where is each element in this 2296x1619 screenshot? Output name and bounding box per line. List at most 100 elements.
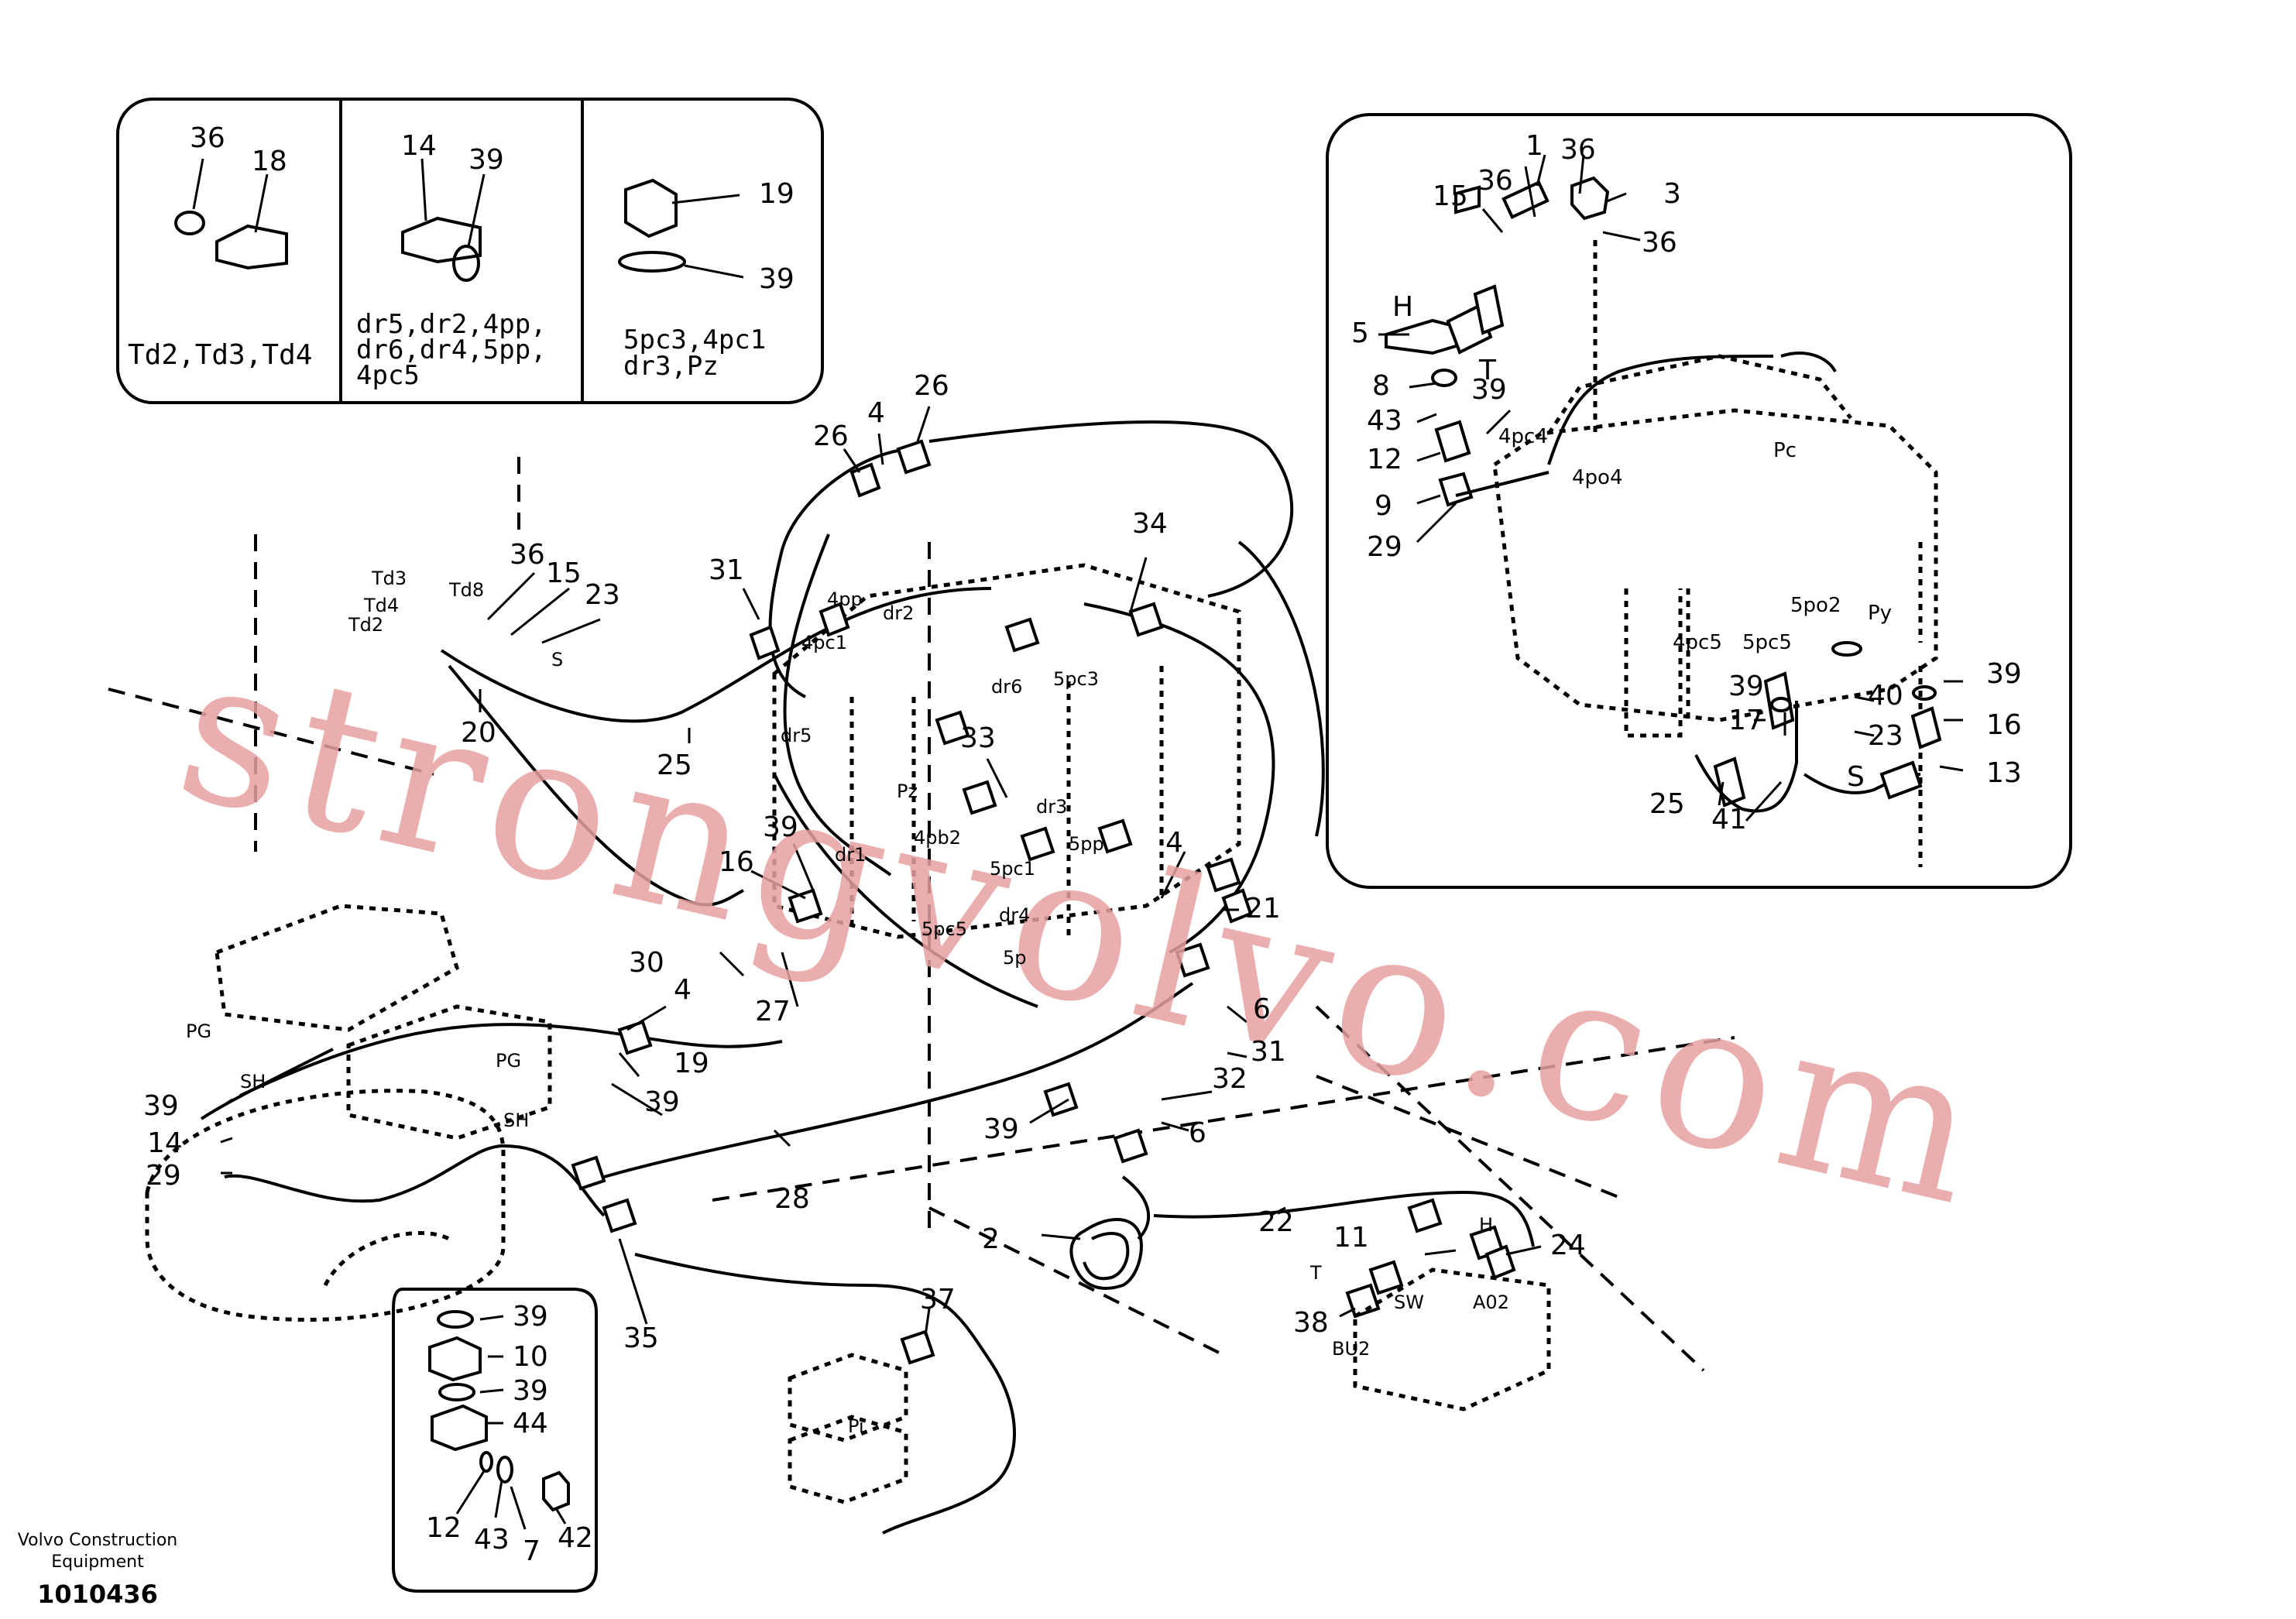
callout-label: 18: [252, 146, 287, 177]
port-label: PG: [186, 1020, 211, 1042]
elbow-part-3: [1570, 176, 1610, 221]
port-label: dr3: [1036, 796, 1067, 818]
callout-label: 12: [1367, 444, 1402, 475]
callout-label: 22: [1258, 1206, 1294, 1238]
port-label: 5pc5: [921, 918, 967, 940]
callout-label: 36: [1477, 165, 1513, 197]
callout-label: 39: [143, 1090, 179, 1122]
port-label: H: [1479, 1214, 1493, 1236]
callout-label: T: [1478, 355, 1497, 386]
inset-top-left: [116, 98, 824, 404]
port-label: dr2: [883, 602, 914, 624]
callout-label: 41: [1711, 804, 1747, 835]
callout-label: 39: [983, 1113, 1019, 1145]
callout-label: 25: [1649, 788, 1685, 820]
port-label: SH: [240, 1071, 266, 1092]
valve-outline-inset: [1492, 408, 1938, 722]
company-name-line2: Equipment: [51, 1552, 144, 1572]
o-ring-part: [174, 211, 205, 235]
callout-label: 37: [920, 1284, 956, 1315]
port-label: Td8: [448, 579, 484, 601]
callout-label: 39: [763, 811, 798, 843]
inset-bottom-left: [392, 1288, 598, 1593]
elbow-fitting-part: [624, 178, 678, 238]
callout-label: 14: [147, 1127, 183, 1159]
callout-label: 40: [1868, 680, 1903, 712]
callout-label: 29: [146, 1160, 181, 1192]
callout-label: 27: [755, 996, 791, 1027]
callout-label: 6: [1253, 993, 1271, 1025]
port-label: SH: [503, 1110, 529, 1131]
port-label: 5p: [1003, 947, 1027, 969]
hose-23: [440, 587, 992, 723]
callout-label: 26: [914, 370, 949, 402]
callout-label: 31: [709, 554, 744, 586]
solenoid-valve-outline: [1353, 1267, 1551, 1411]
drawing-number: 1010436: [37, 1580, 158, 1609]
callout-label: 38: [1293, 1307, 1329, 1339]
port-label: dr1: [835, 844, 866, 866]
port-label: T: [1309, 1262, 1322, 1284]
callout-label: 36: [190, 122, 225, 154]
hose-28: [603, 982, 1194, 1178]
callout-label: 32: [1212, 1063, 1248, 1095]
port-label: BU2: [1332, 1338, 1370, 1360]
callout-label: 4: [867, 397, 885, 429]
port-label: Td3: [371, 568, 407, 589]
callout-label: 15: [1433, 180, 1468, 212]
callout-label: 39: [1728, 671, 1764, 702]
callout-label: 14: [401, 130, 437, 162]
callout-label: 26: [813, 420, 849, 452]
port-label: Td4: [363, 595, 399, 616]
callout-label: 19: [759, 178, 795, 210]
company-name-line1: Volvo Construction: [18, 1531, 177, 1550]
callout-label: 43: [1367, 405, 1402, 437]
port-label: PG: [496, 1050, 521, 1072]
callout-label: 6: [1189, 1117, 1206, 1149]
callout-label: 44: [513, 1408, 548, 1439]
callout-label: 39: [513, 1375, 548, 1407]
callout-label: 7: [523, 1535, 541, 1567]
inset-caption: dr3,Pz: [623, 351, 719, 382]
inset-bottom-left-frame: [392, 1288, 598, 1593]
inset-top-left-frame: [116, 98, 824, 404]
callout-label: Py: [1868, 602, 1892, 625]
inset-caption: dr5,dr2,4pp,: [356, 309, 547, 340]
hose-2: [1069, 1218, 1143, 1290]
main-assembly: [108, 406, 1735, 1535]
port-label: 4pb2: [914, 827, 961, 849]
o-ring-part-2: [452, 245, 480, 282]
callout-label: 29: [1367, 531, 1402, 563]
hose-37: [634, 1253, 1016, 1535]
callout-label: 24: [1550, 1230, 1586, 1261]
callout-label: 39: [1471, 374, 1507, 406]
o-ring-part-3: [618, 251, 686, 273]
callout-label: 8: [1372, 370, 1390, 402]
callout-label: 15: [546, 557, 582, 589]
hose-34: [928, 420, 1294, 598]
callout-label: 2: [982, 1223, 1000, 1255]
port-label: dr5: [781, 725, 812, 746]
callout-label: 23: [1868, 720, 1903, 752]
callout-label: H: [1392, 291, 1413, 323]
callout-label: 5pc5: [1742, 631, 1792, 654]
callout-label: 39: [468, 144, 504, 176]
callout-label: 31: [1251, 1036, 1286, 1068]
port-label: SW: [1394, 1291, 1424, 1313]
callout-label: 39: [513, 1301, 548, 1333]
callout-label: 30: [629, 947, 664, 979]
callout-label: 13: [1986, 757, 2022, 789]
port-label: A02: [1473, 1291, 1509, 1313]
swing-motor-outline: [214, 904, 459, 1032]
callout-label: 4pc5: [1673, 631, 1722, 654]
port-label: S: [551, 649, 563, 671]
callout-label: 10: [513, 1341, 548, 1373]
callout-label: 16: [1986, 709, 2022, 741]
callout-label: 4pc4: [1498, 425, 1548, 448]
callout-label: 33: [960, 722, 996, 754]
callout-label: 16: [719, 846, 754, 878]
callout-label: 34: [1132, 508, 1168, 540]
